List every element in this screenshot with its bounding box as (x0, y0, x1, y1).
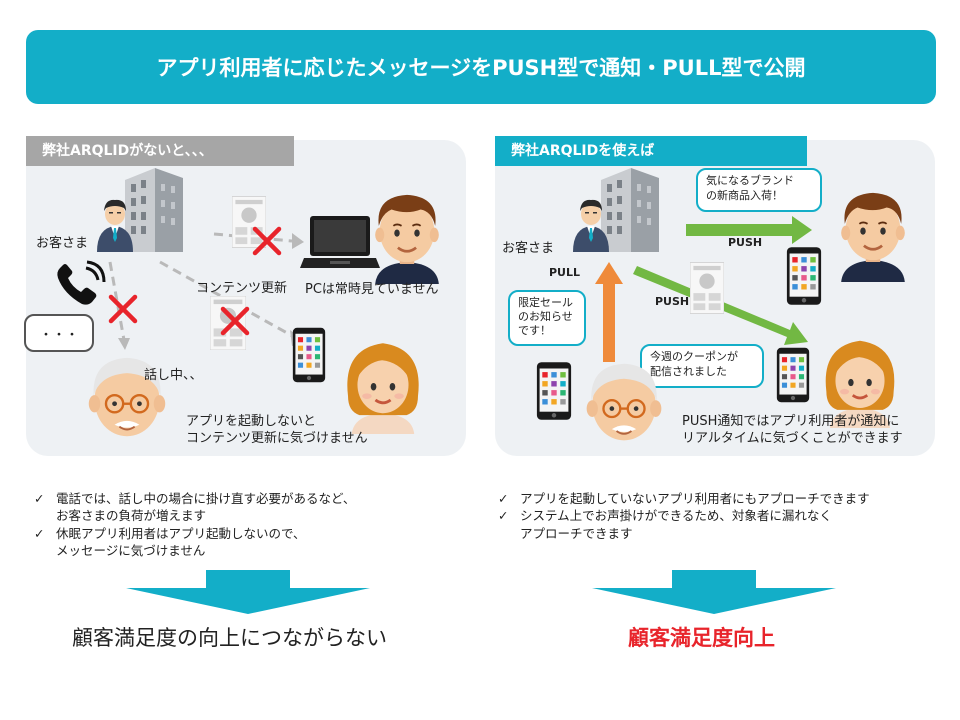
coupon-notice-bubble: 今週のクーポンが 配信されました (640, 344, 764, 388)
left-panel-label: 弊社ARQLIDがないと、、、 (26, 136, 294, 166)
left-result-text: 顧客満足度の向上につながらない (72, 626, 387, 650)
check-item-line2: アプローチできます (520, 525, 633, 541)
push-label-top: PUSH (728, 236, 763, 249)
page-title-text: アプリ利用者に応じたメッセージをPUSH型で通知・PULL型で公開 (156, 56, 806, 80)
right-push-note-line2: リアルタイムに気づくことができます (682, 430, 903, 446)
sale-bubble-line2: のお知らせ (518, 309, 573, 323)
check-item-line1: アプリを起動していないアプリ利用者にもアプローチできます (520, 491, 870, 506)
left-checklist: ✓ 電話では、話し中の場合に掛け直す必要があるなど、 お客さまの負荷が増えます … (34, 490, 454, 559)
check-item-line2: メッセージに気づけません (56, 542, 206, 558)
check-item: ✓ システム上でお声掛けができるため、対象者に漏れなく アプローチできます (498, 507, 938, 542)
push-label-mid: PUSH (655, 295, 690, 308)
left-customer-label: お客さま (36, 236, 89, 251)
right-result-text: 顧客満足度向上 (628, 626, 775, 650)
pull-label: PULL (549, 266, 581, 279)
check-icon: ✓ (498, 491, 509, 506)
check-item-line1: 休眠アプリ利用者はアプリ起動しないので、 (56, 525, 306, 541)
brand-arrival-bubble: 気になるブランド の新商品入荷！ (696, 168, 822, 212)
right-panel-label: 弊社ARQLIDを使えば (495, 136, 807, 166)
pc-not-watching-label: PCは常時見ていません (305, 282, 439, 297)
left-app-note: アプリを起動しないと コンテンツ更新に気づけません (186, 414, 368, 448)
left-app-note-line2: コンテンツ更新に気づけません (186, 430, 368, 446)
check-item-line1: システム上でお声掛けができるため、対象者に漏れなく (520, 508, 832, 524)
sale-bubble-line3: です！ (518, 323, 551, 337)
brand-bubble-line1: 気になるブランド (706, 174, 794, 187)
pull-arrow (595, 262, 623, 362)
right-customer-label: お客さま (502, 241, 555, 256)
coupon-bubble-line1: 今週のクーポンが (650, 350, 738, 363)
right-push-note: PUSH通知ではアプリ利用者が通知に リアルタイムに気づくことができます (682, 414, 903, 448)
sale-notice-bubble: 限定セール のお知らせ です！ (508, 290, 586, 346)
coupon-bubble-line2: 配信されました (650, 364, 727, 378)
check-item: ✓ アプリを起動していないアプリ利用者にもアプローチできます (498, 490, 938, 507)
check-item: ✓ 電話では、話し中の場合に掛け直す必要があるなど、 お客さまの負荷が増えます (34, 490, 454, 525)
busy-line-label: 話し中、、 (144, 368, 203, 383)
left-app-note-line1: アプリを起動しないと (186, 414, 317, 429)
laptop-icon (300, 216, 380, 268)
telephone-icon (57, 260, 106, 305)
check-item-line2: お客さまの負荷が増えます (56, 508, 207, 524)
right-down-arrow (592, 570, 836, 614)
left-down-arrow (126, 570, 370, 614)
check-icon: ✓ (498, 508, 509, 524)
speech-bubble-text: ・・・ (39, 327, 79, 343)
check-item-line1: 電話では、話し中の場合に掛け直す必要があるなど、 (56, 491, 356, 506)
check-icon: ✓ (34, 525, 45, 541)
content-update-label: コンテンツ更新 (196, 281, 288, 296)
page-title: アプリ利用者に応じたメッセージをPUSH型で通知・PULL型で公開 (26, 30, 936, 104)
sale-bubble-line1: 限定セール (518, 296, 573, 309)
push-arrow-top (686, 216, 812, 244)
brand-bubble-line2: の新商品入荷！ (706, 188, 783, 202)
right-push-note-line1: PUSH通知ではアプリ利用者が通知に (682, 414, 900, 429)
check-icon: ✓ (34, 491, 45, 506)
right-checklist: ✓ アプリを起動していないアプリ利用者にもアプローチできます ✓ システム上でお… (498, 490, 938, 542)
check-item: ✓ 休眠アプリ利用者はアプリ起動しないので、 メッセージに気づけません (34, 525, 454, 560)
speech-bubble: ・・・ (24, 314, 94, 352)
